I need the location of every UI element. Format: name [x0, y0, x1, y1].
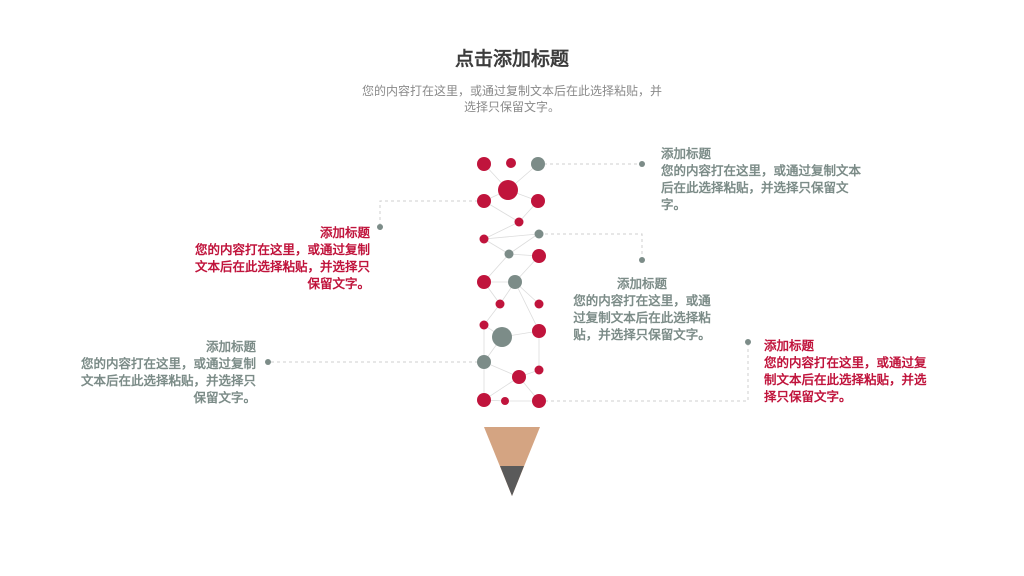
network-dots — [477, 157, 546, 408]
callout-title: 添加标题 — [661, 146, 712, 161]
callout-body: 您的内容打在这里，或通过复制文本后在此选择粘贴，并选择只保留文字。 — [661, 163, 862, 212]
callout-title: 添加标题 — [764, 338, 815, 353]
callout-body: 您的内容打在这里，或通过复制文本后在此选择粘贴，并选择只保留文字。 — [194, 242, 370, 291]
callout-body: 您的内容打在这里，或通过复制文本后在此选择粘贴，并选择只保留文字。 — [573, 293, 711, 342]
pencil-tip — [484, 427, 540, 496]
callout-body: 您的内容打在这里，或通过复制文本后在此选择粘贴，并选择只保留文字。 — [764, 355, 927, 404]
connector-lines — [268, 163, 749, 402]
callout-middle-right: 添加标题 您的内容打在这里，或通过复制文本后在此选择粘贴，并选择只保留文字。 — [570, 275, 714, 343]
callout-upper-left: 添加标题 您的内容打在这里，或通过复制文本后在此选择粘贴，并选择只保留文字。 — [194, 224, 370, 292]
callout-lower-left: 添加标题 您的内容打在这里，或通过复制文本后在此选择粘贴，并选择只保留文字。 — [80, 338, 256, 406]
callout-title: 添加标题 — [616, 276, 667, 291]
page-subtitle: 您的内容打在这里，或通过复制文本后在此选择粘贴，并选择只保留文字。 — [362, 84, 663, 114]
callout-lower-right: 添加标题 您的内容打在这里，或通过复制文本后在此选择粘贴，并选择只保留文字。 — [764, 337, 936, 405]
callout-title: 添加标题 — [319, 225, 370, 240]
page-title: 点击添加标题 — [454, 48, 569, 70]
callout-top-right: 添加标题 您的内容打在这里，或通过复制文本后在此选择粘贴，并选择只保留文字。 — [661, 145, 873, 213]
connector-dots — [265, 161, 751, 365]
callout-body: 您的内容打在这里，或通过复制文本后在此选择粘贴，并选择只保留文字。 — [80, 356, 256, 405]
callout-title: 添加标题 — [205, 339, 256, 354]
